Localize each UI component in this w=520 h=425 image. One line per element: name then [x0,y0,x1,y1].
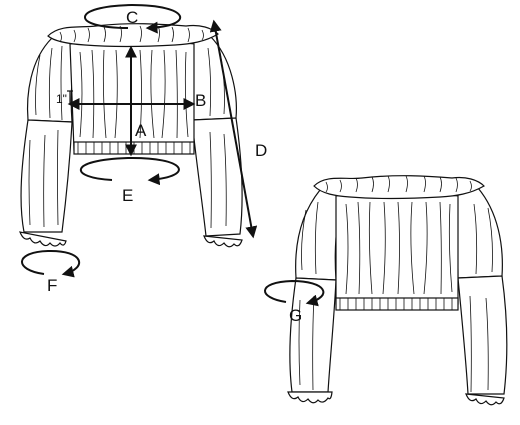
label-one-inch: 1" [56,92,67,106]
one-inch-marker [67,90,73,104]
label-f: F [47,276,57,295]
label-a: A [135,121,147,140]
label-d: D [255,141,267,160]
back-view-bottom [287,175,508,406]
measure-g-arrow [264,279,325,307]
measure-c-arrow [84,3,182,34]
label-e: E [122,186,133,205]
measure-f-arrow [21,249,81,278]
measure-e-arrow [80,156,180,186]
label-g: G [289,306,302,325]
label-b: B [195,91,206,110]
measure-d-arrow [209,19,258,239]
label-c: C [126,8,138,27]
